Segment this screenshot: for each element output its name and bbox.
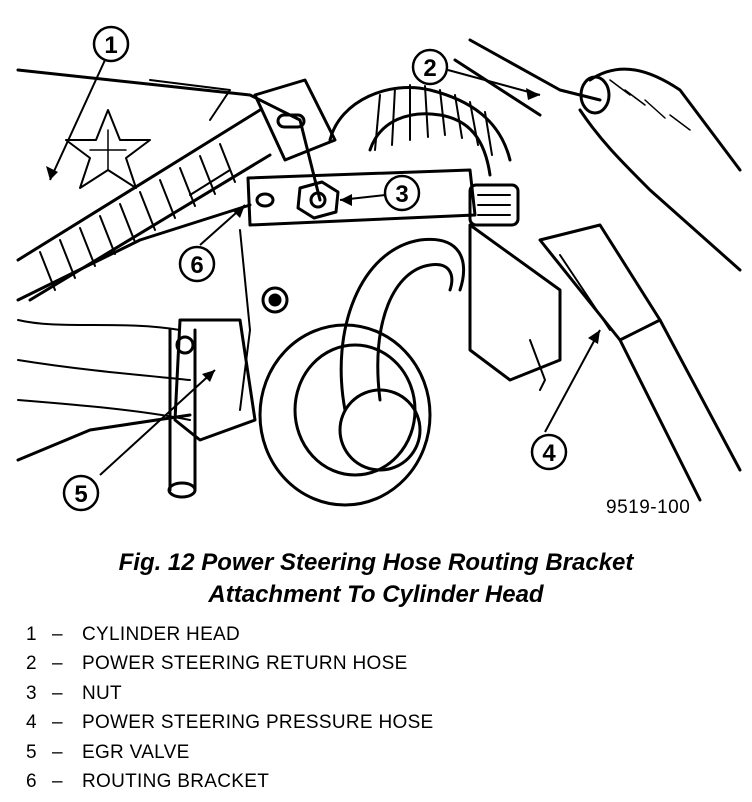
- legend-label: EGR VALVE: [82, 741, 190, 763]
- callout-4-label: 4: [542, 440, 556, 467]
- legend-item: 5 – EGR VALVE: [26, 738, 434, 768]
- callout-3: 3: [383, 174, 421, 212]
- legend-label: NUT: [82, 682, 122, 704]
- callout-4: 4: [530, 433, 568, 471]
- sensor-connector: [468, 183, 562, 391]
- egr-valve: [167, 318, 432, 507]
- figure-caption-line-1: Fig. 12 Power Steering Hose Routing Brac…: [118, 549, 634, 576]
- leader-arrowheads: [46, 88, 600, 382]
- legend-item: 1 – CYLINDER HEAD: [26, 620, 434, 650]
- callout-1: 1: [92, 25, 130, 63]
- legend-dash: –: [52, 712, 63, 734]
- cylinder-head: [16, 68, 322, 462]
- legend-label: POWER STEERING RETURN HOSE: [82, 653, 408, 675]
- nut: [296, 180, 340, 220]
- figure-caption-line-2: Attachment To Cylinder Head: [208, 581, 544, 608]
- legend-dash: –: [52, 653, 63, 675]
- legend-number: 2: [26, 653, 37, 675]
- callout-6-label: 6: [190, 252, 203, 279]
- hose-clamp: [253, 78, 337, 162]
- parts-legend: 1 – CYLINDER HEAD 2 – POWER STEERING RET…: [26, 620, 434, 797]
- legend-item: 4 – POWER STEERING PRESSURE HOSE: [26, 709, 434, 739]
- legend-dash: –: [52, 741, 63, 763]
- legend-number: 5: [26, 741, 37, 763]
- leader-lines: [49, 59, 601, 476]
- legend-label: POWER STEERING PRESSURE HOSE: [82, 712, 434, 734]
- callout-2-label: 2: [423, 55, 436, 82]
- legend-item: 2 – POWER STEERING RETURN HOSE: [26, 650, 434, 680]
- callout-5: 5: [62, 474, 100, 512]
- legend-item: 6 – ROUTING BRACKET: [26, 768, 434, 798]
- legend-number: 1: [26, 623, 37, 645]
- figure-code: 9519-100: [606, 497, 691, 518]
- return-hose: [328, 38, 742, 272]
- legend-item: 3 – NUT: [26, 679, 434, 709]
- callout-5-label: 5: [74, 481, 87, 508]
- legend-label: ROUTING BRACKET: [82, 771, 270, 793]
- legend-dash: –: [52, 623, 63, 645]
- legend-number: 3: [26, 682, 37, 704]
- routing-bracket: [246, 168, 477, 227]
- legend-label: CYLINDER HEAD: [82, 623, 241, 645]
- callout-3-label: 3: [395, 181, 408, 208]
- pressure-hose: [339, 223, 742, 502]
- legend-number: 4: [26, 712, 37, 734]
- legend-number: 6: [26, 771, 37, 793]
- callout-6: 6: [178, 245, 216, 283]
- legend-dash: –: [52, 682, 63, 704]
- callout-2: 2: [411, 48, 449, 86]
- legend-dash: –: [52, 771, 63, 793]
- engine-illustration: 1 2 3 4 5 6: [16, 25, 742, 512]
- callout-1-label: 1: [104, 32, 117, 59]
- wiring-conduit: [16, 108, 272, 302]
